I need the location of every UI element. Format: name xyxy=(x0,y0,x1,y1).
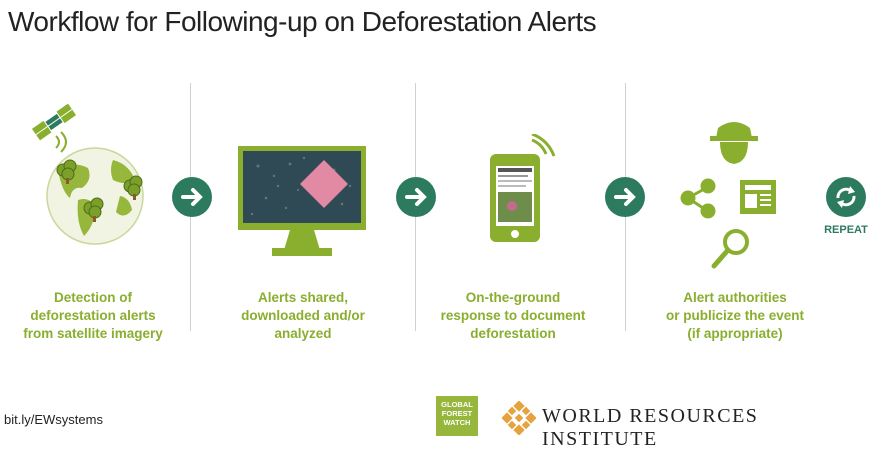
step-label: Alerts shared, downloaded and/or analyze… xyxy=(208,289,398,343)
step-label-line: deforestation alerts xyxy=(30,308,156,323)
footer-link[interactable]: bit.ly/EWsystems xyxy=(4,412,103,427)
globe-satellite-icon xyxy=(18,100,158,255)
step-label-line: (if appropriate) xyxy=(687,326,783,341)
smartphone-icon xyxy=(488,132,564,249)
wri-logo-text: WORLD RESOURCES INSTITUTE xyxy=(542,405,759,450)
step-label: Detection of deforestation alerts from s… xyxy=(0,289,188,343)
step-label: Alert authorities or publicize the event… xyxy=(640,289,830,343)
gfw-logo-line: WATCH xyxy=(443,418,471,427)
monitor-icon xyxy=(238,146,368,263)
step-label-line: Detection of xyxy=(53,290,132,305)
gfw-logo-line: FOREST xyxy=(441,409,473,418)
arrow-right-icon xyxy=(396,177,436,217)
step-label-line: from satellite imagery xyxy=(23,326,163,341)
repeat-icon xyxy=(825,176,867,223)
step-label-line: or publicize the event xyxy=(665,308,805,323)
gfw-logo-line: GLOBAL xyxy=(441,400,473,409)
step-label-line: Alerts shared, xyxy=(257,290,349,305)
gfw-logo: GLOBAL FOREST WATCH xyxy=(436,396,478,436)
repeat-label: REPEAT xyxy=(824,224,868,236)
step-label-line: Alert authorities xyxy=(683,290,787,305)
ranger-icon xyxy=(710,122,758,164)
step-label-line: deforestation xyxy=(470,326,556,341)
arrow-right-icon xyxy=(172,177,212,217)
step-label-line: response to document xyxy=(440,308,586,323)
arrow-right-icon xyxy=(605,177,645,217)
step-label-line: analyzed xyxy=(274,326,332,341)
page-title: Workflow for Following-up on Deforestati… xyxy=(8,6,597,37)
wri-logo-icon xyxy=(501,400,537,440)
authorities-icon xyxy=(668,118,788,281)
step-label-line: downloaded and/or xyxy=(241,308,365,323)
step-label: On-the-ground response to document defor… xyxy=(418,289,608,343)
step-label-line: On-the-ground xyxy=(465,290,561,305)
